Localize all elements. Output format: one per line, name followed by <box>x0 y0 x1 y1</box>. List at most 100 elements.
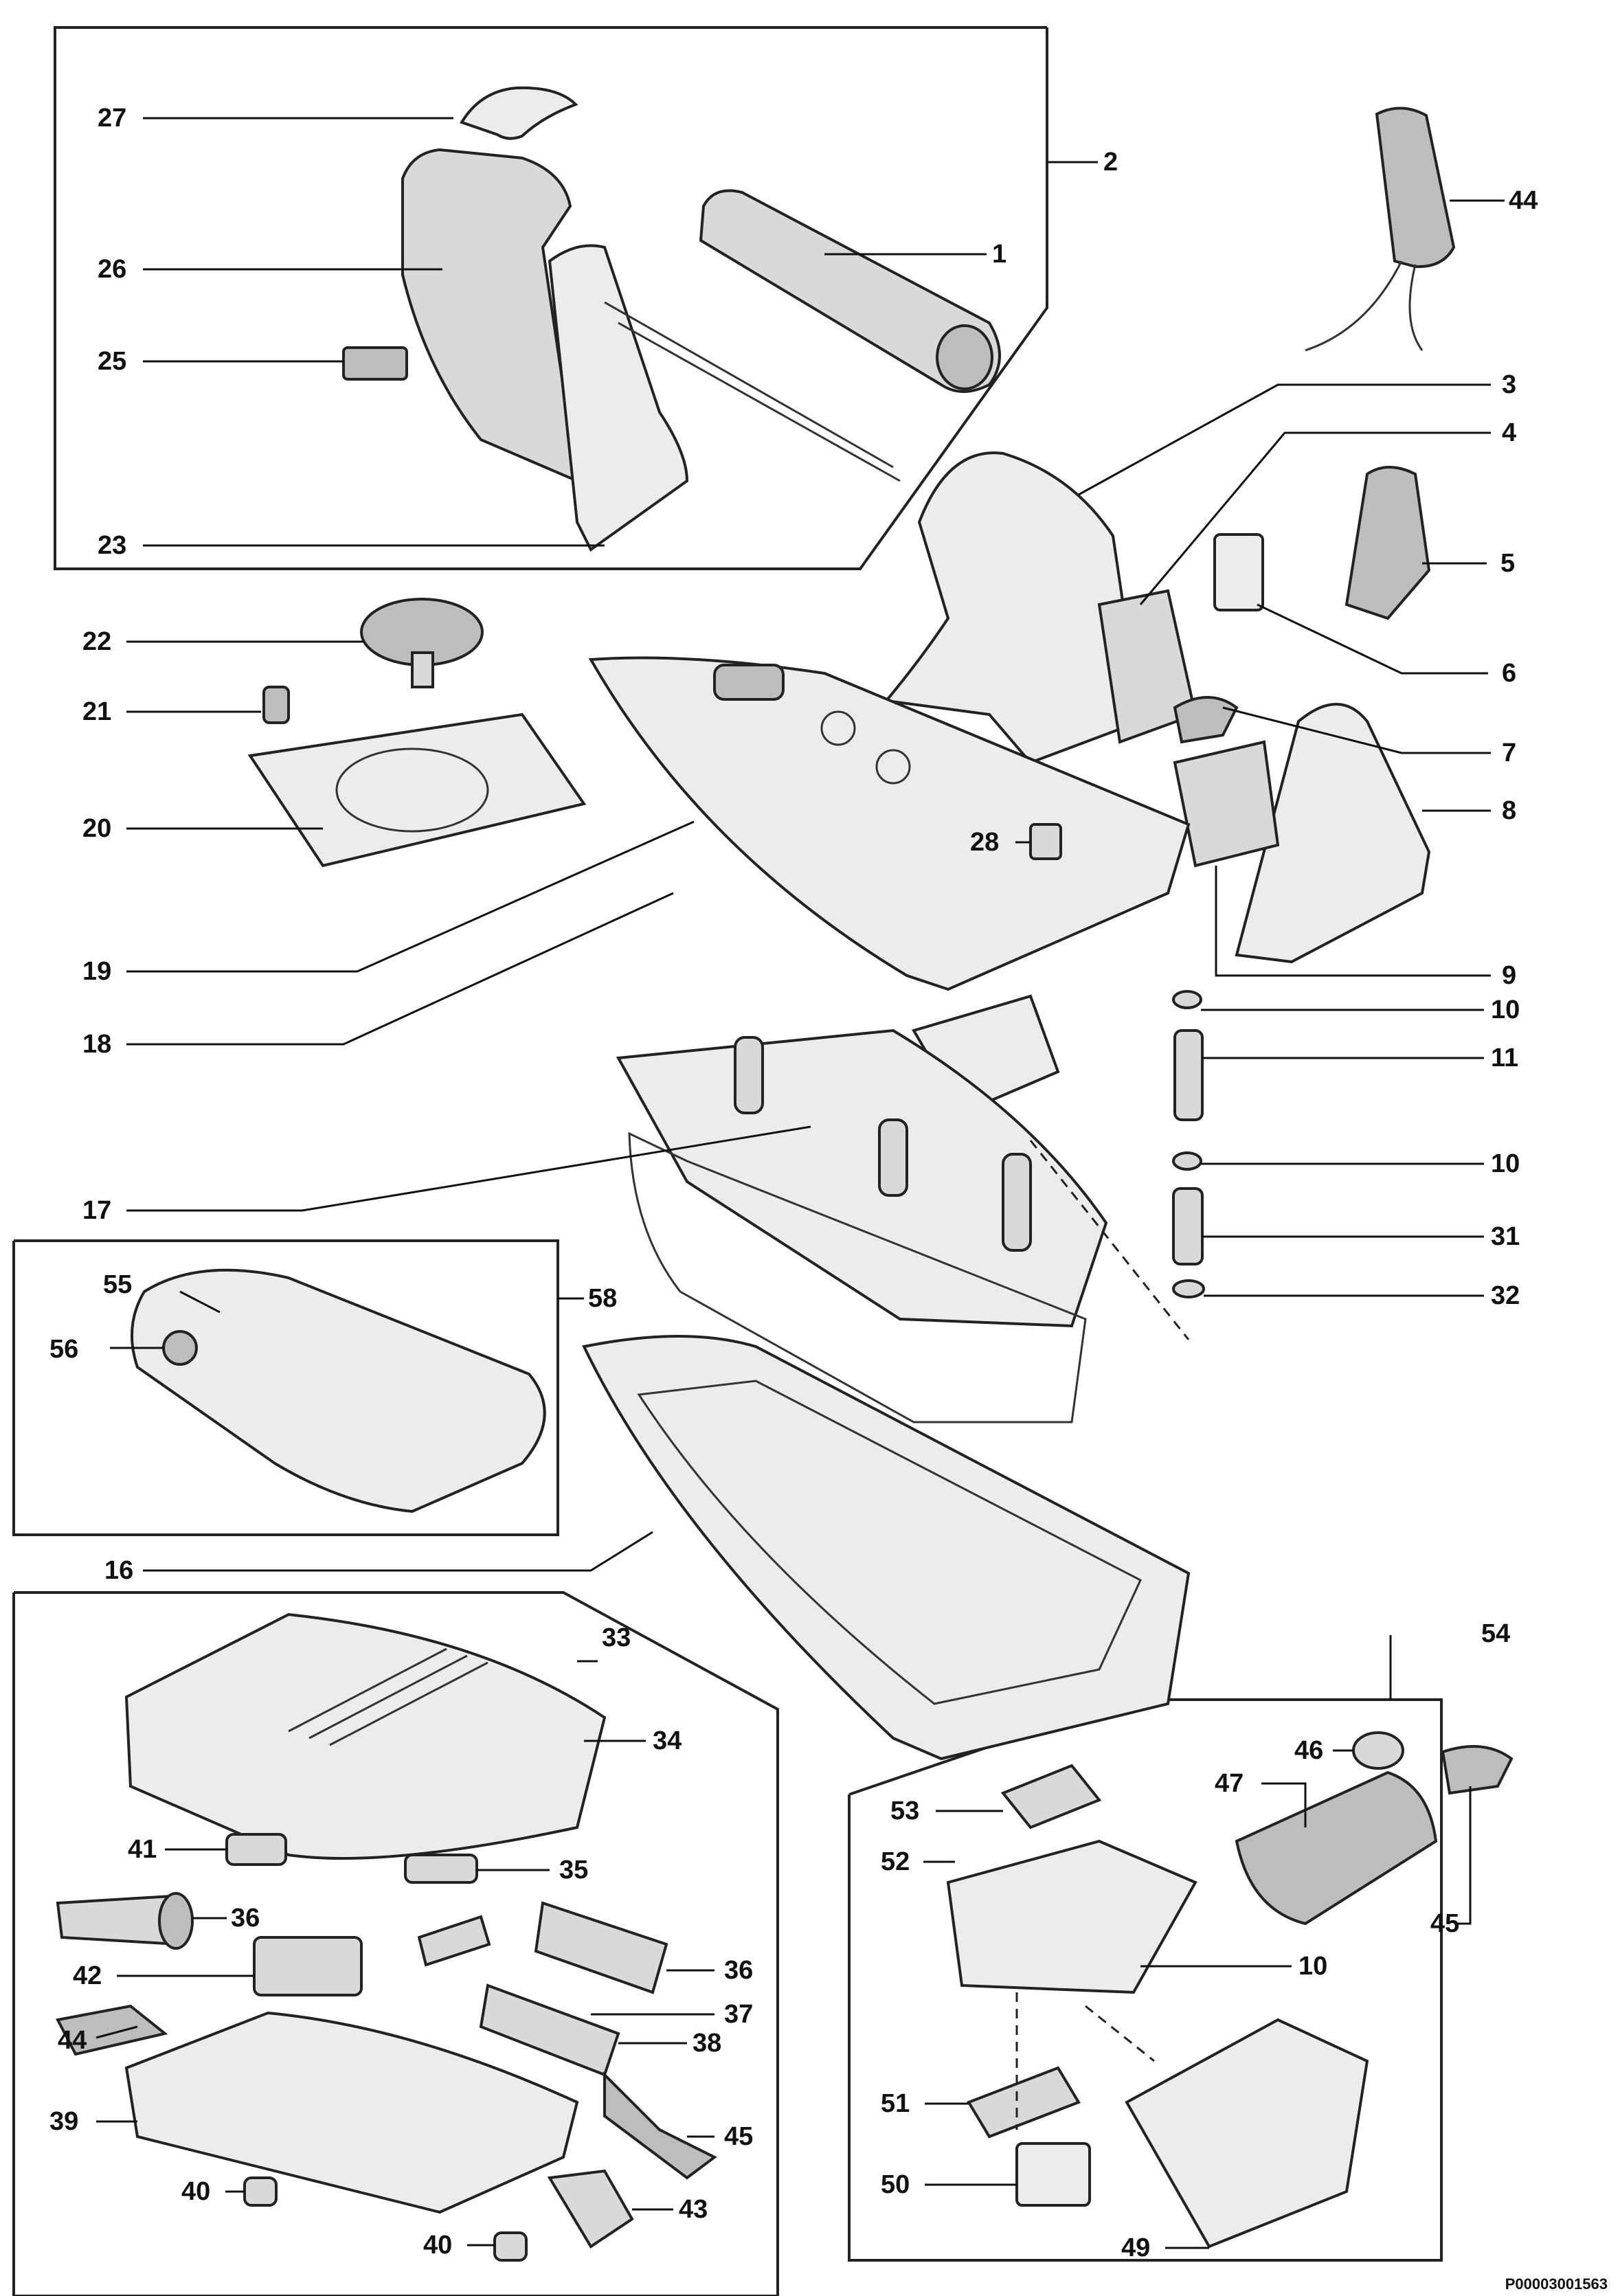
clip-part-7 <box>1173 696 1239 744</box>
callout-44a: 44 <box>1509 186 1538 215</box>
callout-44b: 44 <box>58 2026 87 2055</box>
sole-plate-part-16 <box>582 1335 1191 1761</box>
callout-10b: 10 <box>1491 1149 1520 1178</box>
ring-part-32 <box>1172 1279 1205 1298</box>
callout-43: 43 <box>679 2195 708 2224</box>
pin-part-11 <box>1173 1029 1204 1121</box>
callout-51: 51 <box>881 2089 910 2118</box>
callout-5: 5 <box>1500 549 1515 578</box>
sole-plate-inner <box>637 1380 1142 1705</box>
callout-54: 54 <box>1481 1619 1510 1648</box>
cord-clamp-part-5 <box>1345 466 1431 620</box>
callout-47: 47 <box>1215 1769 1244 1798</box>
callout-46: 46 <box>1294 1736 1323 1765</box>
callout-49: 49 <box>1121 2233 1150 2262</box>
pin-part-35 <box>404 1854 478 1884</box>
callout-55: 55 <box>103 1270 132 1299</box>
callout-50: 50 <box>881 2170 910 2199</box>
group-frame-pedal <box>12 1591 779 2296</box>
housing-button <box>713 664 785 701</box>
callout-10c: 10 <box>1298 1952 1327 1981</box>
top-plate-part-20 <box>247 712 587 868</box>
group-frame-filter <box>12 1239 559 1536</box>
cord-sleeve-part-44 <box>1375 106 1456 269</box>
handle-grip-part-1 <box>699 189 1001 393</box>
connector-part-51 <box>967 2066 1081 2139</box>
callout-53: 53 <box>890 1797 919 1825</box>
callout-6: 6 <box>1502 659 1516 688</box>
leader-55 <box>179 1290 221 1314</box>
filter-plate-part-55 <box>131 1268 546 1513</box>
cord-guard-guide <box>1015 1992 1155 2130</box>
drawing-code: P00003001563 <box>1505 2275 1608 2293</box>
pedal-top-stripes <box>288 1647 488 1746</box>
callout-25: 25 <box>98 347 126 376</box>
tube-part-37 <box>479 1983 620 2077</box>
cable-part-45-left <box>603 2071 717 2180</box>
callout-34: 34 <box>653 1726 682 1755</box>
callout-28: 28 <box>970 828 999 857</box>
terminal-strip-part-42 <box>253 1936 363 1996</box>
terminal-part-6 <box>1213 533 1264 611</box>
cord-protector-part-47 <box>1235 1770 1438 1926</box>
callout-52: 52 <box>881 1847 910 1876</box>
tube-part-31 <box>1172 1187 1204 1265</box>
terminal-block-part-9 <box>1173 740 1280 868</box>
back-cover-part-8 <box>1235 703 1431 964</box>
callout-42: 42 <box>73 1961 102 1990</box>
group-frame-handle <box>54 26 1048 570</box>
frame-post-2 <box>878 1118 908 1197</box>
connector-part-41 <box>225 1833 287 1866</box>
rear-cover-part-3 <box>884 451 1143 765</box>
callout-31: 31 <box>1491 1222 1520 1251</box>
group-frame-cord-guard <box>848 1698 1443 2262</box>
plug-part-45-right <box>1441 1745 1514 1795</box>
leader-18 <box>126 892 674 1046</box>
filter-knob-part-56 <box>162 1330 198 1366</box>
leader-6 <box>1257 603 1488 675</box>
sleeve-part-36-right <box>534 1901 668 1994</box>
cord-wires <box>1305 260 1424 352</box>
ring-part-10-mid <box>1172 1151 1202 1171</box>
sleeve-36-left-end <box>158 1892 194 1950</box>
main-housing-part-19 <box>588 656 1191 991</box>
housing-hole-2 <box>875 749 911 785</box>
leader-47 <box>1261 1782 1307 1827</box>
callout-2: 2 <box>1103 148 1118 177</box>
ring-part-46 <box>1352 1731 1404 1770</box>
callout-40b: 40 <box>423 2231 452 2260</box>
leader-16 <box>143 1531 653 1572</box>
callout-36b: 36 <box>724 1956 753 1985</box>
frame-post-3 <box>1002 1153 1032 1252</box>
callout-1: 1 <box>992 240 1006 269</box>
leader-45b <box>1456 1786 1472 1925</box>
callout-56: 56 <box>49 1335 78 1364</box>
connector-part-28 <box>1029 823 1062 860</box>
callout-4: 4 <box>1502 418 1516 447</box>
leader-19 <box>126 820 695 973</box>
clamp-part <box>417 1915 491 1967</box>
callout-32: 32 <box>1491 1281 1520 1310</box>
callout-41: 41 <box>128 1835 157 1864</box>
callout-38: 38 <box>693 2029 721 2058</box>
leader-4 <box>1139 431 1491 605</box>
callout-45a: 45 <box>724 2122 753 2151</box>
pedal-top-part-33 <box>124 1612 607 1860</box>
callout-35: 35 <box>559 1856 588 1884</box>
handle-body-part-26 <box>401 148 579 484</box>
callout-22: 22 <box>82 627 111 656</box>
callout-7: 7 <box>1502 739 1516 767</box>
callout-23: 23 <box>98 531 126 560</box>
handle-cap-part-27 <box>460 86 578 140</box>
clip-part-53 <box>1000 1764 1102 1830</box>
housing-part-52 <box>946 1839 1197 1994</box>
handle-bracket-part-23 <box>548 244 689 552</box>
leader-7 <box>1222 706 1491 754</box>
callout-18: 18 <box>82 1030 111 1059</box>
callout-21: 21 <box>82 697 111 726</box>
ring-part-10-top <box>1172 990 1202 1009</box>
callout-9: 9 <box>1502 961 1516 990</box>
callout-27: 27 <box>98 104 126 133</box>
cord-part-44-small <box>55 2004 168 2056</box>
